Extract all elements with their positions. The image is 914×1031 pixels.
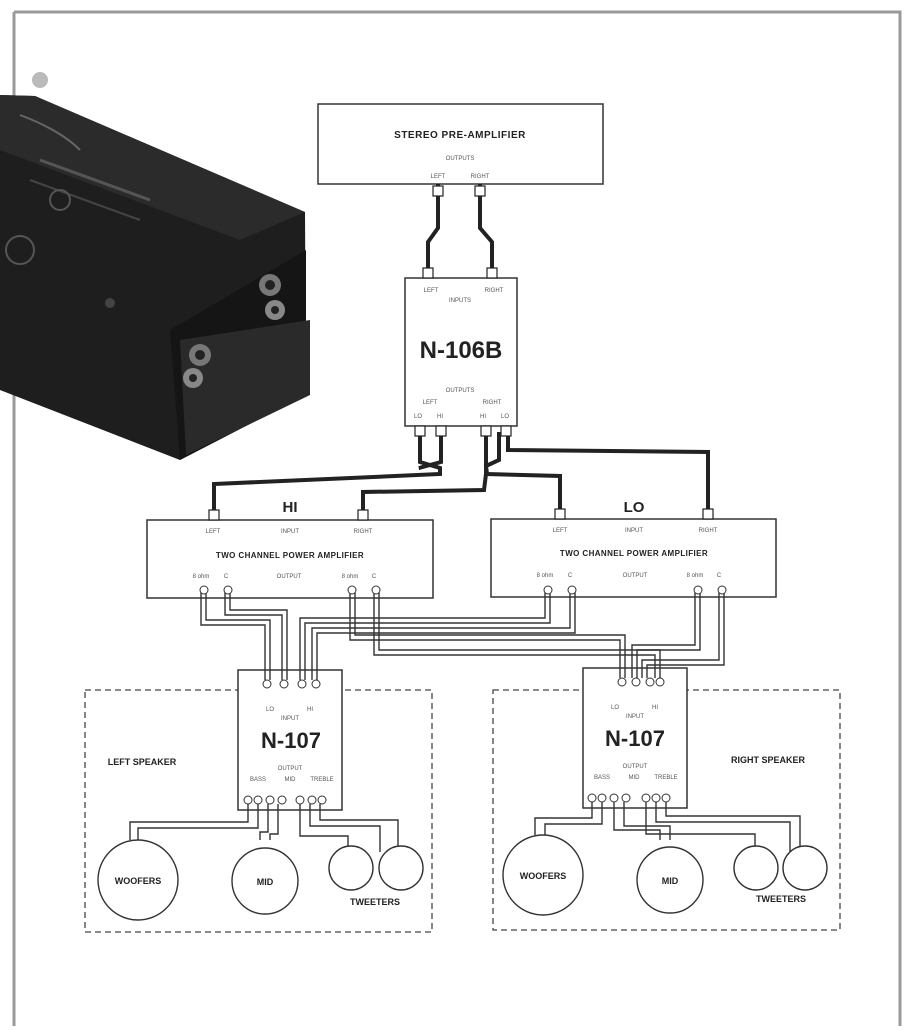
- right-n107-out-mid: MID: [629, 775, 641, 781]
- terminals: [199, 585, 727, 805]
- amp-hi-ohm-1: 8 ohm: [193, 574, 210, 580]
- left-mid-driver: [231, 847, 299, 915]
- amp-lo-tag: LO: [624, 499, 645, 516]
- amp-hi-input-right: RIGHT: [354, 529, 373, 535]
- right-mid-label: MID: [662, 876, 679, 886]
- speaker-wires: [129, 592, 801, 852]
- page-border: [14, 10, 902, 1026]
- left-n107-in-lo: LO: [266, 707, 274, 713]
- right-mid-driver: [636, 846, 704, 914]
- left-tweeters-label: TWEETERS: [350, 897, 400, 907]
- amp-hi-com-1: C: [224, 574, 229, 580]
- crossover-model: N-106B: [420, 337, 503, 364]
- amp-hi-input-label: INPUT: [281, 529, 299, 535]
- left-n107-in-hi: HI: [307, 707, 313, 713]
- amp-hi-ohm-2: 8 ohm: [342, 574, 359, 580]
- right-woofers-label: WOOFERS: [520, 871, 567, 881]
- preamp: STEREO PRE-AMPLIFIER OUTPUTS LEFT RIGHT: [317, 103, 604, 185]
- crossover-out-lo-1: LO: [414, 414, 422, 420]
- amp-lo: LO LEFT INPUT RIGHT TWO CHANNEL POWER AM…: [490, 499, 777, 598]
- amp-hi-input-left: LEFT: [206, 529, 221, 535]
- left-speaker-label: LEFT SPEAKER: [108, 757, 177, 767]
- amp-hi-output-label: OUTPUT: [277, 574, 302, 580]
- crossover-in-left: LEFT: [424, 288, 439, 294]
- crossover-out-left: LEFT: [423, 400, 438, 406]
- crossover-inputs-label: INPUTS: [449, 298, 471, 304]
- preamp-outputs-label: OUTPUTS: [446, 156, 475, 162]
- crossover-unit: INPUTS LEFT RIGHT N-106B OUTPUTS LEFT RI…: [404, 277, 518, 427]
- left-n107-out-mid: MID: [285, 777, 297, 783]
- right-n107-out-treble: TREBLE: [654, 775, 677, 781]
- left-mid-label: MID: [257, 877, 274, 887]
- crossover-outputs-label: OUTPUTS: [446, 388, 475, 394]
- amp-lo-title: TWO CHANNEL POWER AMPLIFIER: [560, 549, 708, 558]
- right-n107-out-bass: BASS: [594, 775, 610, 781]
- right-n107-input-label: INPUT: [626, 714, 644, 720]
- crossover-in-right: RIGHT: [485, 288, 504, 294]
- signal-cables: [212, 184, 710, 514]
- amp-hi-title: TWO CHANNEL POWER AMPLIFIER: [216, 551, 364, 560]
- left-drivers: WOOFERS MID TWEETERS: [97, 839, 424, 921]
- right-tweeter-2: [782, 845, 828, 891]
- right-woofer: [502, 834, 584, 916]
- amp-hi-com-2: C: [372, 574, 377, 580]
- crossover-out-right: RIGHT: [483, 400, 502, 406]
- right-tweeters-label: TWEETERS: [756, 894, 806, 904]
- amp-lo-input-right: RIGHT: [699, 528, 718, 534]
- left-n107-out-treble: TREBLE: [310, 777, 333, 783]
- left-n107-output-label: OUTPUT: [278, 766, 303, 772]
- left-n107-input-label: INPUT: [281, 716, 299, 722]
- left-n107-out-bass: BASS: [250, 777, 266, 783]
- left-tweeter-1: [328, 845, 374, 891]
- jacks: [208, 185, 714, 521]
- preamp-title: STEREO PRE-AMPLIFIER: [394, 130, 526, 141]
- right-n107-in-hi: HI: [652, 705, 658, 711]
- amp-hi-tag: HI: [283, 499, 298, 516]
- amp-hi: HI LEFT INPUT RIGHT TWO CHANNEL POWER AM…: [146, 499, 434, 599]
- amp-lo-output-label: OUTPUT: [623, 573, 648, 579]
- preamp-left-label: LEFT: [431, 174, 446, 180]
- right-n107: LO HI INPUT N-107 OUTPUT BASS MID TREBLE: [582, 667, 688, 809]
- right-n107-output-label: OUTPUT: [623, 764, 648, 770]
- amp-lo-ohm-2: 8 ohm: [687, 573, 704, 579]
- amp-lo-com-1: C: [568, 573, 573, 579]
- device-photo: [0, 72, 310, 460]
- right-n107-in-lo: LO: [611, 705, 619, 711]
- right-drivers: WOOFERS MID TWEETERS: [502, 834, 828, 916]
- left-tweeter-2: [378, 845, 424, 891]
- right-n107-model: N-107: [605, 726, 665, 751]
- amp-lo-input-left: LEFT: [553, 528, 568, 534]
- crossover-out-lo-2: LO: [501, 414, 509, 420]
- left-n107: LO HI INPUT N-107 OUTPUT BASS MID TREBLE: [237, 669, 343, 811]
- amp-lo-input-label: INPUT: [625, 528, 643, 534]
- right-speaker-label: RIGHT SPEAKER: [731, 755, 806, 765]
- preamp-right-label: RIGHT: [471, 174, 490, 180]
- left-woofers-label: WOOFERS: [115, 876, 162, 886]
- amp-lo-ohm-1: 8 ohm: [537, 573, 554, 579]
- crossover-out-hi-1: HI: [437, 414, 443, 420]
- left-woofer: [97, 839, 179, 921]
- right-tweeter-1: [733, 845, 779, 891]
- left-n107-model: N-107: [261, 728, 321, 753]
- amp-lo-com-2: C: [717, 573, 722, 579]
- crossover-out-hi-2: HI: [480, 414, 486, 420]
